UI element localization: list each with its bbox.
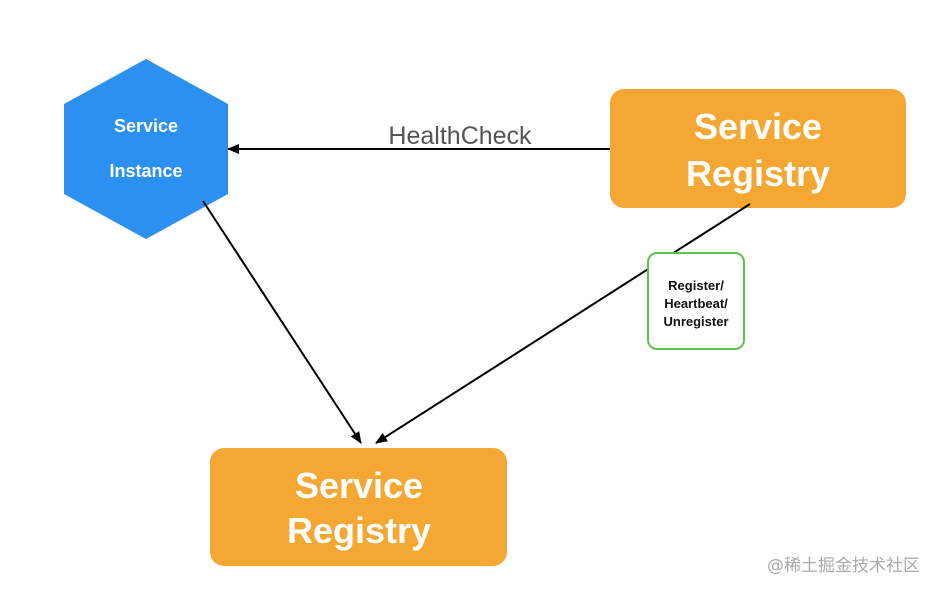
service-registry-top-label-line1: Service [694, 106, 822, 147]
service-instance-node[interactable]: Service Instance [64, 59, 228, 239]
health-check-label: HealthCheck [388, 122, 532, 150]
service-registry-top-label-line2: Registry [686, 153, 830, 194]
service-registry-top-node[interactable]: Service Registry [610, 89, 906, 208]
service-registry-bottom-label-line1: Service [295, 465, 423, 506]
callout-line-unregister: Unregister [663, 314, 728, 329]
service-instance-hexagon [64, 59, 228, 239]
watermark-text: @稀土掘金技术社区 [767, 556, 920, 576]
registry-to-registry-arrow [375, 203, 751, 444]
service-instance-label-line1: Service [114, 116, 178, 136]
callout-box [647, 252, 745, 350]
service-registry-bottom-label-line2: Registry [287, 510, 431, 551]
register-heartbeat-callout: Register/ Heartbeat/ Unregister [647, 252, 745, 350]
service-registry-top-box [610, 89, 906, 208]
callout-line-heartbeat: Heartbeat/ [664, 296, 728, 311]
instance-to-registry-arrow [202, 200, 362, 444]
service-instance-label-line2: Instance [109, 161, 182, 181]
service-registry-bottom-box [210, 448, 507, 566]
service-registry-bottom-node[interactable]: Service Registry [210, 448, 507, 566]
callout-line-register: Register/ [668, 278, 724, 293]
